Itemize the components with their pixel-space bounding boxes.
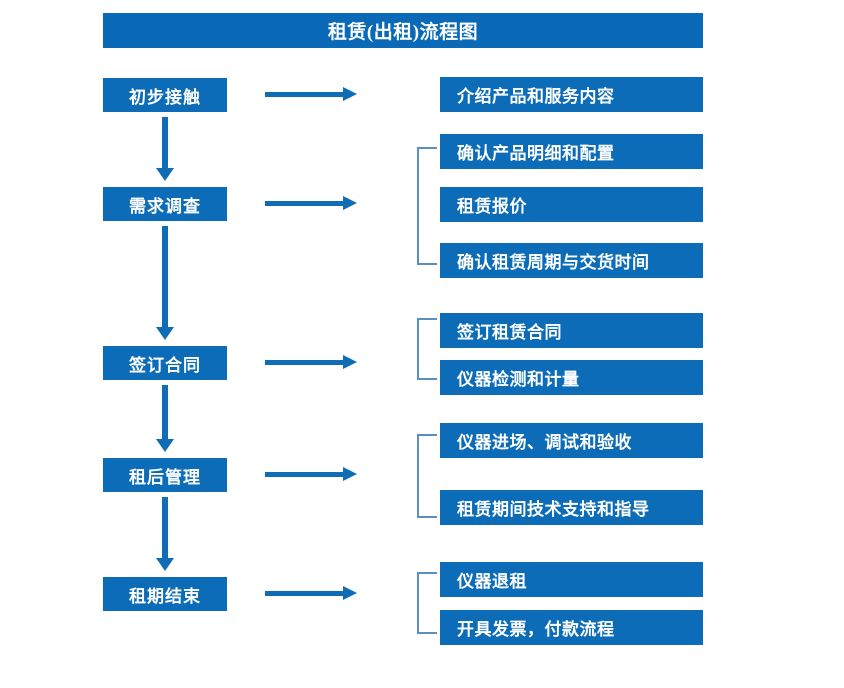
detail-box[interactable]: 租赁报价 <box>440 187 703 222</box>
group-bracket <box>417 572 437 634</box>
group-bracket <box>417 434 437 518</box>
detail-box[interactable]: 确认产品明细和配置 <box>440 134 703 169</box>
detail-box[interactable]: 租赁期间技术支持和指导 <box>440 490 703 525</box>
right-arrow-icon <box>265 195 357 211</box>
stage-box[interactable]: 签订合同 <box>103 346 227 380</box>
detail-box[interactable]: 开具发票，付款流程 <box>440 610 703 645</box>
detail-box[interactable]: 介绍产品和服务内容 <box>440 77 703 112</box>
down-arrow-icon <box>156 226 174 340</box>
right-arrow-icon <box>265 585 357 601</box>
stage-box[interactable]: 租期结束 <box>103 577 227 611</box>
stage-box[interactable]: 租后管理 <box>103 458 227 492</box>
page-title: 租赁(出租)流程图 <box>103 13 703 48</box>
down-arrow-icon <box>156 497 174 571</box>
group-bracket <box>417 318 437 380</box>
right-arrow-icon <box>265 466 357 482</box>
right-arrow-icon <box>265 354 357 370</box>
right-arrow-icon <box>265 86 357 102</box>
stage-box[interactable]: 初步接触 <box>103 78 227 112</box>
group-bracket <box>417 147 437 265</box>
detail-box[interactable]: 确认租赁周期与交货时间 <box>440 243 703 278</box>
down-arrow-icon <box>156 385 174 452</box>
detail-box[interactable]: 仪器检测和计量 <box>440 360 703 395</box>
stage-box[interactable]: 需求调查 <box>103 187 227 221</box>
detail-box[interactable]: 签订租赁合同 <box>440 313 703 348</box>
detail-box[interactable]: 仪器进场、调试和验收 <box>440 423 703 458</box>
detail-box[interactable]: 仪器退租 <box>440 562 703 597</box>
down-arrow-icon <box>156 117 174 181</box>
